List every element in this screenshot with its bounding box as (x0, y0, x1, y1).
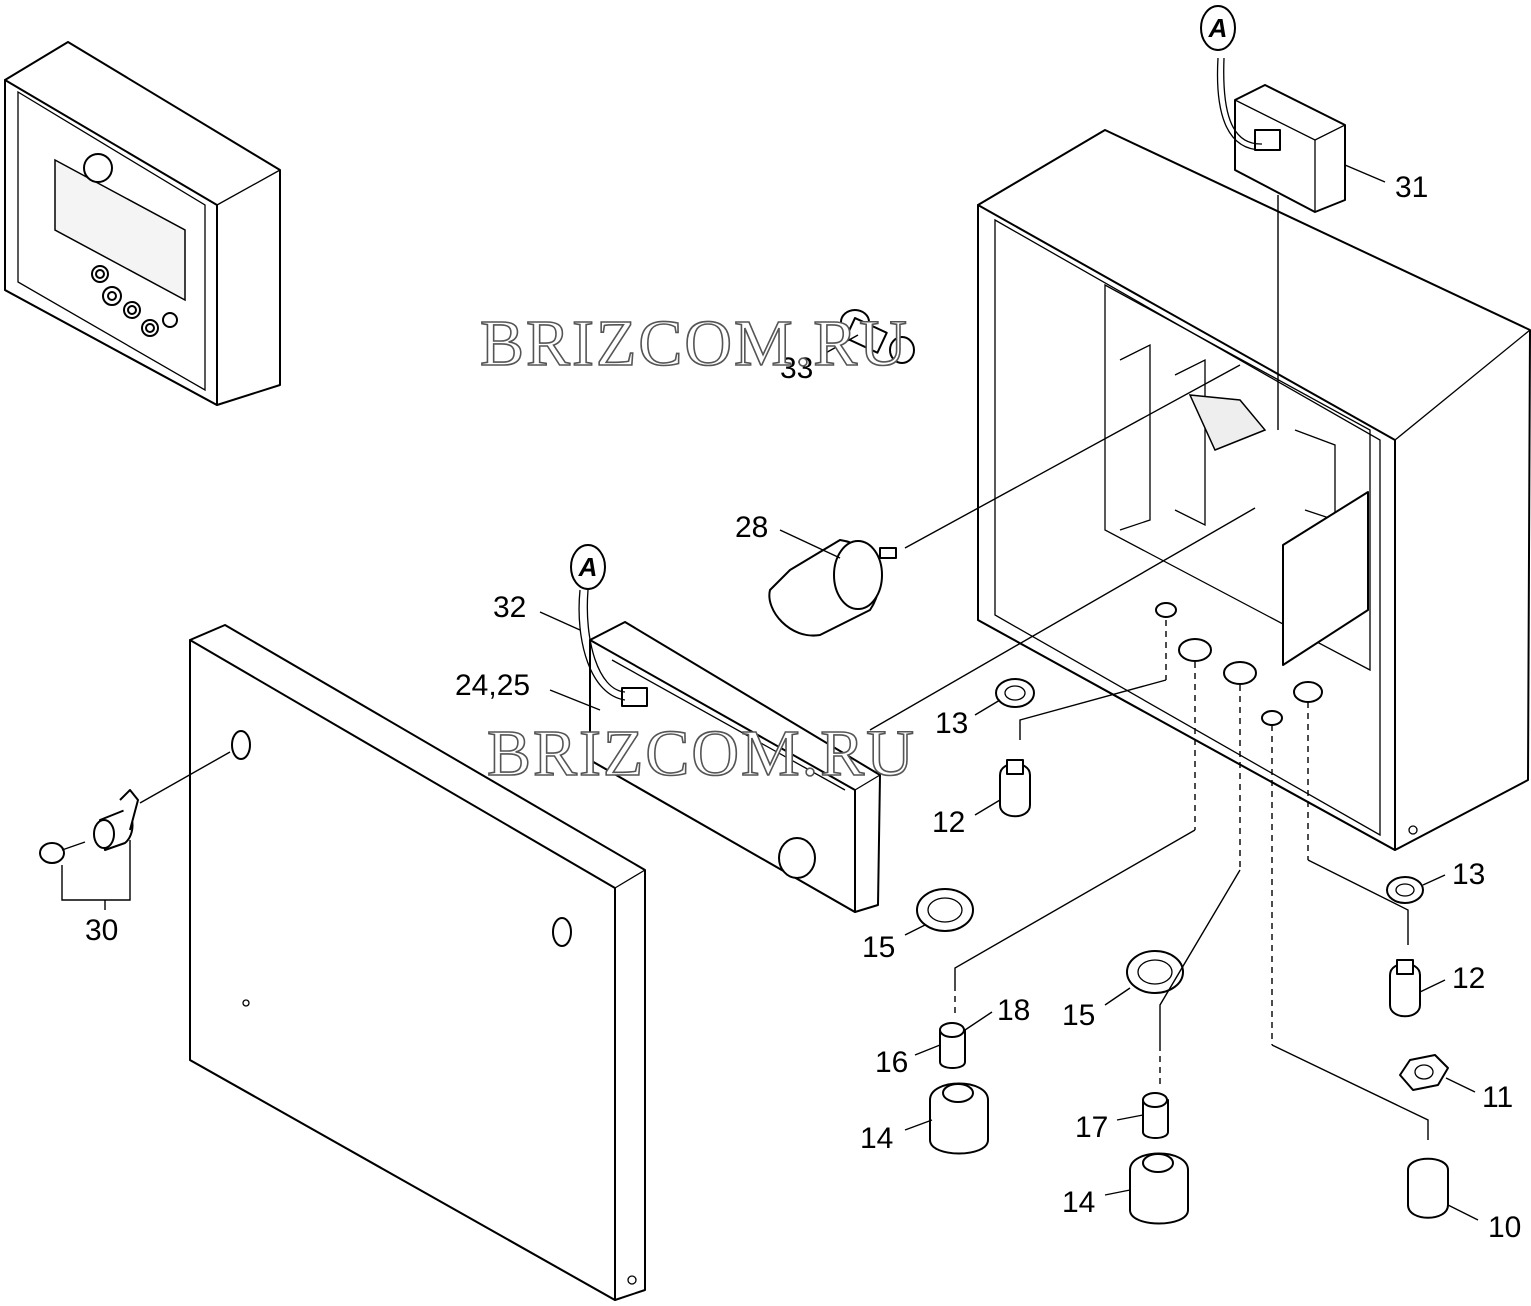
label-24-25: 24,25 (455, 669, 530, 702)
label-14: 14 (1062, 1186, 1095, 1219)
part-24-25-display (578, 507, 1256, 913)
label-10: 10 (1488, 1211, 1521, 1244)
label-30: 30 (85, 914, 118, 947)
connector-tag-a-top: A (1200, 5, 1236, 51)
enclosure-box (977, 129, 1531, 851)
label-16: 16 (875, 1046, 908, 1079)
watermark: BRIZCOM.RU (480, 307, 909, 380)
assembly-lines (954, 620, 1429, 1140)
cable-glands (916, 678, 1449, 1225)
label-13: 13 (935, 707, 968, 740)
label-13: 13 (1452, 858, 1485, 891)
label-31: 31 (1395, 171, 1428, 204)
watermark: BRIZCOM.RU (487, 717, 916, 790)
assembled-box-thumbnail (4, 41, 281, 406)
label-11: 11 (1482, 1081, 1513, 1114)
label-28: 28 (735, 511, 768, 544)
svg-text:A: A (1208, 13, 1228, 43)
part-31-module (1216, 57, 1346, 430)
label-leaders (539, 164, 1479, 1221)
label-18: 18 (997, 994, 1030, 1027)
part-33-lamp (840, 309, 915, 364)
part-28-knob (768, 364, 1241, 637)
label-15: 15 (862, 931, 895, 964)
label-12: 12 (1452, 962, 1485, 995)
label-14: 14 (860, 1122, 893, 1155)
label-33: 33 (780, 352, 813, 385)
label-17: 17 (1075, 1111, 1108, 1144)
connector-tag-a-bottom: A (570, 544, 606, 590)
door-panel (189, 624, 646, 1301)
part-30-lock (39, 751, 231, 910)
label-15: 15 (1062, 999, 1095, 1032)
part-labels: 31 33 28 32 24,25 13 12 30 15 18 16 14 1… (85, 171, 1521, 1244)
label-12: 12 (932, 806, 965, 839)
svg-text:A: A (578, 552, 598, 582)
label-32: 32 (493, 591, 526, 624)
